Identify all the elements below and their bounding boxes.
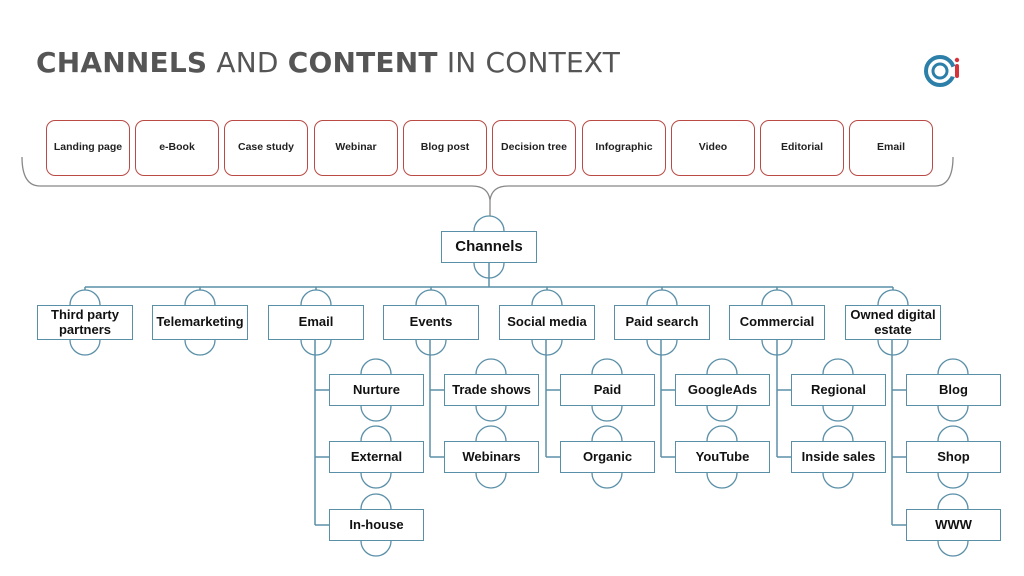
node-tab xyxy=(69,289,101,306)
node-tab xyxy=(591,472,623,489)
channel-node: Owned digital estate xyxy=(845,305,941,340)
node-tab xyxy=(706,358,738,375)
sub-channel-node: Webinars xyxy=(444,441,539,473)
sub-channel-node: WWW xyxy=(906,509,1001,541)
node-tab xyxy=(706,425,738,442)
node-tab xyxy=(360,493,392,510)
channel-node: Commercial xyxy=(729,305,825,340)
node-tab xyxy=(937,493,969,510)
node-tab xyxy=(591,425,623,442)
content-type-box: Landing page xyxy=(46,120,130,176)
page-title: CHANNELS AND CONTENT IN CONTEXT xyxy=(36,46,620,79)
content-type-box: Webinar xyxy=(314,120,398,176)
node-tab xyxy=(473,215,505,232)
sub-channel-node: Blog xyxy=(906,374,1001,406)
sub-channel-node: Regional xyxy=(791,374,886,406)
channel-node: Email xyxy=(268,305,364,340)
channel-node: Telemarketing xyxy=(152,305,248,340)
sub-channel-node: External xyxy=(329,441,424,473)
channel-node: Events xyxy=(383,305,479,340)
node-tab xyxy=(475,405,507,422)
node-tab xyxy=(706,405,738,422)
content-type-box: Blog post xyxy=(403,120,487,176)
node-tab xyxy=(937,425,969,442)
content-type-box: Email xyxy=(849,120,933,176)
content-brace xyxy=(21,156,954,201)
node-tab xyxy=(646,339,678,356)
sub-channel-node: Nurture xyxy=(329,374,424,406)
content-type-box: Infographic xyxy=(582,120,666,176)
node-tab xyxy=(415,339,447,356)
node-tab xyxy=(184,339,216,356)
channel-node: Paid search xyxy=(614,305,710,340)
channel-node: Third party partners xyxy=(37,305,133,340)
node-tab xyxy=(360,540,392,557)
title-part-channels: CHANNELS xyxy=(36,46,208,79)
node-tab xyxy=(300,339,332,356)
sub-channel-node: Trade shows xyxy=(444,374,539,406)
node-tab xyxy=(360,358,392,375)
content-type-box: Editorial xyxy=(760,120,844,176)
node-tab xyxy=(591,358,623,375)
node-tab xyxy=(877,289,909,306)
node-tab xyxy=(822,472,854,489)
node-tab xyxy=(822,425,854,442)
node-tab xyxy=(475,358,507,375)
node-tab xyxy=(646,289,678,306)
title-part-in-context: IN CONTEXT xyxy=(446,46,621,79)
node-tab xyxy=(475,472,507,489)
content-type-box: Decision tree xyxy=(492,120,576,176)
node-tab xyxy=(937,472,969,489)
node-tab xyxy=(937,405,969,422)
node-tab xyxy=(591,405,623,422)
node-tab xyxy=(937,358,969,375)
title-part-and: AND xyxy=(216,46,279,79)
node-tab xyxy=(877,339,909,356)
node-tab xyxy=(531,339,563,356)
node-tab xyxy=(300,289,332,306)
root-node-channels: Channels xyxy=(441,231,537,263)
sub-channel-node: GoogleAds xyxy=(675,374,770,406)
content-type-box: Case study xyxy=(224,120,308,176)
channel-node: Social media xyxy=(499,305,595,340)
node-tab xyxy=(822,358,854,375)
node-tab xyxy=(531,289,563,306)
sub-channel-node: Paid xyxy=(560,374,655,406)
content-type-box: e-Book xyxy=(135,120,219,176)
title-part-content: CONTENT xyxy=(287,46,438,79)
node-tab xyxy=(761,289,793,306)
sub-channel-node: Shop xyxy=(906,441,1001,473)
node-tab xyxy=(475,425,507,442)
sub-channel-node: Organic xyxy=(560,441,655,473)
content-type-box: Video xyxy=(671,120,755,176)
node-tab xyxy=(360,425,392,442)
node-tab xyxy=(360,405,392,422)
sub-channel-node: YouTube xyxy=(675,441,770,473)
node-tab xyxy=(184,289,216,306)
node-tab xyxy=(415,289,447,306)
brand-logo-icon xyxy=(924,55,960,87)
node-tab xyxy=(937,540,969,557)
node-tab xyxy=(360,472,392,489)
sub-channel-node: In-house xyxy=(329,509,424,541)
node-tab xyxy=(822,405,854,422)
sub-channel-node: Inside sales xyxy=(791,441,886,473)
node-tab xyxy=(69,339,101,356)
node-tab xyxy=(706,472,738,489)
